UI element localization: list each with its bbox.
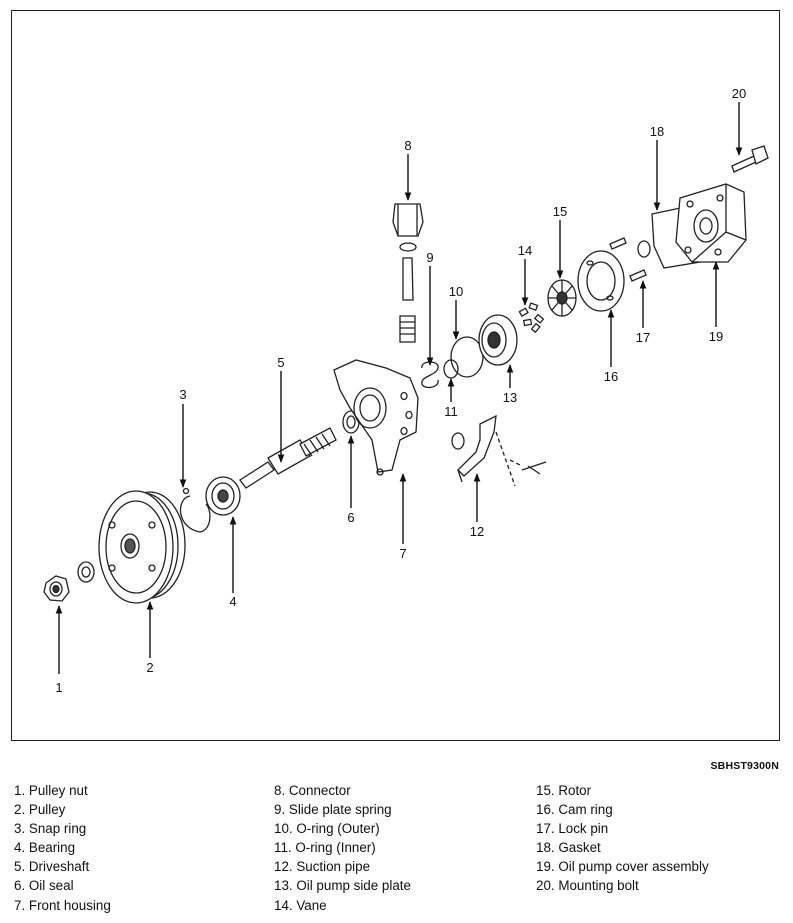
callout-18: 18 bbox=[650, 124, 664, 139]
driveshaft-drawing bbox=[239, 427, 337, 489]
figure-frame bbox=[11, 10, 780, 741]
callout-13: 13 bbox=[503, 390, 517, 405]
exploded-view-diagram: 1 2 3 4 5 6 7 8 9 10 11 12 13 14 15 16 1… bbox=[43, 86, 769, 695]
callout-11: 11 bbox=[444, 404, 458, 419]
callout-9: 9 bbox=[426, 250, 433, 265]
callout-1: 1 bbox=[55, 680, 62, 695]
callout-14: 14 bbox=[518, 243, 532, 258]
callout-12: 12 bbox=[470, 524, 484, 539]
legend-item: 10. O-ring (Outer) bbox=[274, 821, 380, 837]
vane-drawing bbox=[518, 302, 545, 334]
callout-19: 19 bbox=[709, 329, 723, 344]
legend-item: 20. Mounting bolt bbox=[536, 878, 639, 894]
legend-item: 19. Oil pump cover assembly bbox=[536, 859, 709, 875]
callout-16: 16 bbox=[604, 369, 618, 384]
pulley-nut-drawing bbox=[43, 575, 70, 602]
callout-15: 15 bbox=[553, 204, 567, 219]
callout-8: 8 bbox=[404, 138, 411, 153]
legend-column-2: 8. Connector 9. Slide plate spring 10. O… bbox=[274, 781, 411, 915]
callout-3: 3 bbox=[179, 387, 186, 402]
callout-5: 5 bbox=[277, 355, 284, 370]
mounting-bolt-drawing bbox=[731, 145, 769, 173]
cam-ring-drawing bbox=[577, 250, 625, 312]
oil-pump-side-plate-drawing bbox=[478, 314, 518, 366]
legend-item: 2. Pulley bbox=[14, 802, 66, 818]
oil-pump-cover-assembly-drawing bbox=[675, 183, 747, 263]
legend-item: 9. Slide plate spring bbox=[274, 802, 392, 818]
callout-4: 4 bbox=[229, 594, 236, 609]
rotor-drawing bbox=[547, 279, 577, 317]
connector-drawing bbox=[392, 203, 424, 343]
legend-item: 7. Front housing bbox=[14, 897, 111, 913]
legend-item: 12. Suction pipe bbox=[274, 859, 371, 875]
washer-drawing bbox=[77, 561, 95, 583]
pulley-drawing bbox=[98, 490, 186, 604]
legend-item: 17. Lock pin bbox=[536, 821, 609, 837]
legend-item: 18. Gasket bbox=[536, 840, 601, 856]
legend-item: 4. Bearing bbox=[14, 840, 76, 856]
legend-item: 11. O-ring (Inner) bbox=[274, 840, 376, 856]
legend-column-3: 15. Rotor 16. Cam ring 17. Lock pin 18. … bbox=[536, 781, 709, 896]
callout-7: 7 bbox=[399, 546, 406, 561]
legend-item: 5. Driveshaft bbox=[14, 859, 90, 875]
callout-10: 10 bbox=[449, 284, 463, 299]
callout-17: 17 bbox=[636, 330, 650, 345]
callout-numbers: 1 2 3 4 5 6 7 8 9 10 11 12 13 14 15 16 1… bbox=[55, 86, 746, 695]
legend-item: 1. Pulley nut bbox=[14, 783, 88, 798]
o-ring-outer-drawing bbox=[450, 336, 484, 378]
slide-plate-spring-drawing bbox=[421, 361, 439, 389]
snap-ring-drawing bbox=[179, 487, 211, 533]
callout-20: 20 bbox=[732, 86, 746, 101]
legend-item: 13. Oil pump side plate bbox=[274, 878, 411, 894]
legend-item: 14. Vane bbox=[274, 897, 327, 913]
legend-column-1: 1. Pulley nut 2. Pulley 3. Snap ring 4. … bbox=[14, 781, 111, 915]
callout-leaders bbox=[55, 102, 743, 674]
callout-6: 6 bbox=[347, 510, 354, 525]
legend-item: 6. Oil seal bbox=[14, 878, 74, 894]
legend-item: 3. Snap ring bbox=[14, 821, 87, 837]
legend-item: 15. Rotor bbox=[536, 783, 592, 798]
lock-pin-drawing bbox=[609, 237, 647, 282]
legend-item: 16. Cam ring bbox=[536, 802, 613, 818]
legend-item: 8. Connector bbox=[274, 783, 351, 798]
callout-2: 2 bbox=[146, 660, 153, 675]
bearing-drawing bbox=[205, 476, 241, 516]
front-housing-drawing bbox=[333, 359, 419, 476]
o-ring-inner-drawing bbox=[443, 359, 459, 379]
suction-pipe-drawing bbox=[451, 414, 547, 487]
figure-code: SBHST9300N bbox=[710, 760, 779, 772]
